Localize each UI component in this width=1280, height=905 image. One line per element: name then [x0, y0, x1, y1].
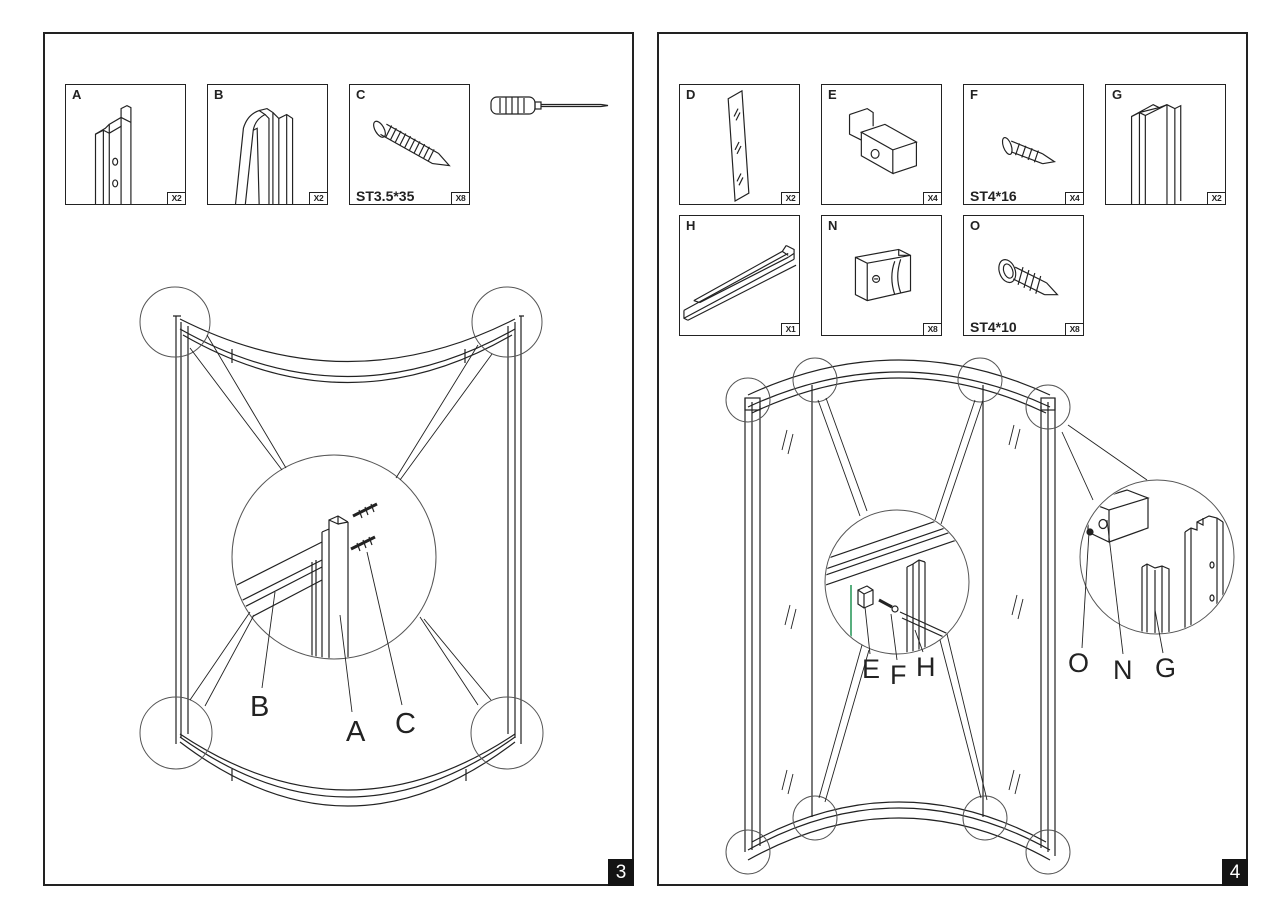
u-channel-g-illustration: [1130, 104, 1182, 204]
curved-enclosure-assembly-diagram: [725, 357, 1235, 875]
callout-label-n: N: [1113, 655, 1133, 685]
quantity-badge: X8: [451, 192, 470, 205]
callout-leader-lines: [864, 519, 1164, 661]
quantity-badge: X4: [1065, 192, 1084, 205]
wall-profile-a-illustration: [94, 104, 132, 204]
quantity-badge: X1: [781, 323, 800, 336]
quantity-badge: X2: [1207, 192, 1226, 205]
magnifier-connector-lines: [817, 397, 1148, 803]
quantity-badge: X4: [923, 192, 942, 205]
screwdriver-icon: [490, 96, 609, 115]
part-a-box: A X2: [65, 84, 186, 205]
part-g-box: G X2: [1105, 84, 1226, 205]
end-cap-n-illustration: [854, 248, 912, 302]
part-letter: A: [72, 87, 82, 102]
page-number: 4: [1222, 859, 1248, 886]
part-letter: B: [214, 87, 224, 102]
enclosure-frame-outline: [744, 359, 1056, 861]
quantity-badge: X8: [1065, 323, 1084, 336]
track-rail-h-illustration: [683, 244, 797, 321]
screw-c-illustration: [373, 120, 451, 167]
shower-frame-assembly-diagram: [139, 286, 544, 807]
bracket-e-illustration: [848, 107, 918, 175]
screw-o-illustration: [998, 259, 1059, 296]
magnified-track-bracket-detail: [826, 511, 968, 653]
detail-callout-circles: [725, 357, 1235, 875]
part-letter: D: [686, 87, 696, 102]
callout-label-b: B: [250, 691, 270, 723]
part-letter: H: [686, 218, 696, 233]
instruction-page-3: A X2 B: [43, 32, 634, 886]
part-e-box: E X4: [821, 84, 942, 205]
part-letter: F: [970, 87, 978, 102]
curved-profile-b-illustration: [234, 107, 294, 204]
part-c-box: C ST3.5*35 X8: [349, 84, 470, 205]
part-o-box: O ST4*10 X8: [963, 215, 1084, 336]
instruction-page-4: D X2 E X4 F: [657, 32, 1248, 886]
screw-spec-label: ST4*16: [970, 188, 1017, 204]
part-f-box: F ST4*16 X4: [963, 84, 1084, 205]
screw-spec-label: ST3.5*35: [356, 188, 415, 204]
glass-hatch-marks: [781, 424, 1024, 795]
part-letter: E: [828, 87, 837, 102]
callout-leader-lines: [261, 551, 403, 713]
magnifier-connector-lines: [189, 334, 493, 707]
part-letter: N: [828, 218, 838, 233]
page-number: 3: [608, 859, 634, 886]
part-letter: G: [1112, 87, 1123, 102]
callout-label-a: A: [346, 716, 366, 748]
part-letter: O: [970, 218, 981, 233]
callout-label-f: F: [890, 660, 907, 690]
shower-frame-outline: [173, 315, 524, 807]
quantity-badge: X2: [309, 192, 328, 205]
callout-label-c: C: [395, 708, 416, 740]
detail-callout-circles: [139, 286, 544, 770]
part-letter: C: [356, 87, 366, 102]
callout-label-e: E: [862, 654, 881, 684]
quantity-badge: X2: [781, 192, 800, 205]
screw-f-illustration: [1001, 136, 1057, 165]
part-h-box: H X1: [679, 215, 800, 336]
part-b-box: B X2: [207, 84, 328, 205]
callout-label-g: G: [1155, 653, 1177, 683]
magnified-end-cap-detail: [1081, 481, 1224, 633]
part-d-box: D X2: [679, 84, 800, 205]
quantity-badge: X2: [167, 192, 186, 205]
part-n-box: N X8: [821, 215, 942, 336]
quantity-badge: X8: [923, 323, 942, 336]
magnified-joint-detail: [233, 502, 378, 658]
callout-label-o: O: [1068, 648, 1090, 678]
screw-spec-label: ST4*10: [970, 319, 1017, 335]
glass-strip-d-illustration: [727, 89, 750, 203]
callout-label-h: H: [916, 652, 936, 682]
